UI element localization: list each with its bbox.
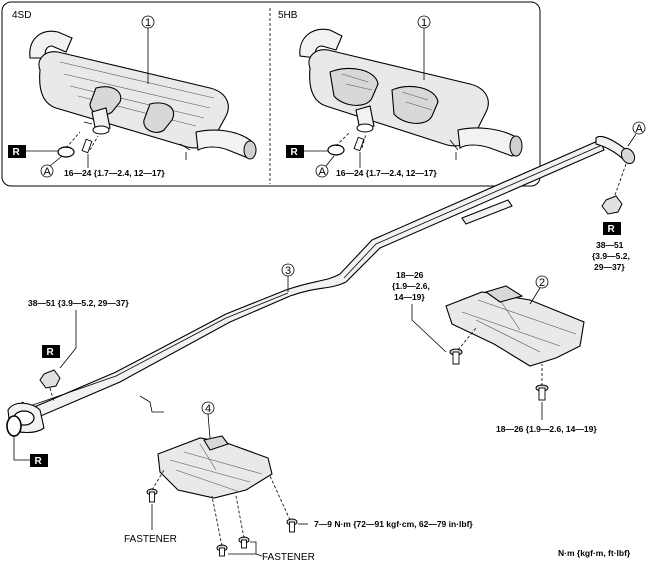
- torque-muffler-5hb: 16—24 {1.7—2.4, 12—17}: [336, 168, 437, 178]
- torque-under-cover-upper-line3: 14—19}: [394, 292, 425, 302]
- torque-under-cover-lower: 18—26 {1.9—2.6, 14—19}: [496, 424, 597, 434]
- svg-text:R: R: [608, 224, 616, 235]
- under-cover-bolt-upper: [449, 348, 463, 365]
- ref-a-5hb: [315, 164, 329, 178]
- variant-label-5hb: 5HB: [278, 10, 298, 21]
- ref-a-rear: [632, 121, 646, 135]
- callout-2: 2: [539, 277, 545, 289]
- gasket-front: [6, 415, 22, 437]
- torque-rear-nut-line1: 38—51: [596, 240, 624, 250]
- fastener-bottom-1: [216, 544, 228, 557]
- ref-a-4sd-label: A: [44, 166, 52, 178]
- replace-badge-5hb: R: [286, 145, 304, 158]
- replace-badge-rear: R: [603, 222, 621, 235]
- main-silencer-5hb: [299, 28, 523, 160]
- torque-muffler-4sd: 16—24 {1.7—2.4, 12—17}: [64, 168, 165, 178]
- callout-1-4sd: 1: [145, 17, 151, 29]
- callout-3: 3: [285, 265, 291, 277]
- callout-1-5hb: 1: [421, 17, 427, 29]
- ref-a-4sd: [40, 164, 54, 178]
- torque-rear-nut-line3: 29—37}: [594, 262, 625, 272]
- ref-a-rear-label: A: [636, 123, 644, 135]
- replace-badge-4sd: R: [8, 145, 26, 158]
- gasket-5hb: [327, 144, 345, 156]
- front-nut: [39, 369, 61, 389]
- svg-text:R: R: [291, 147, 299, 158]
- torque-rear-nut-line2: {3.9—5.2,: [592, 251, 630, 261]
- torque-under-cover-upper-line1: 18—26: [396, 270, 424, 280]
- variant-label-4sd: 4SD: [12, 10, 31, 21]
- under-cover-bolt-lower: [535, 384, 549, 401]
- front-cover-bolt: [286, 518, 298, 533]
- ref-a-5hb-label: A: [319, 166, 327, 178]
- svg-text:R: R: [47, 347, 55, 358]
- front-cover: [157, 435, 273, 499]
- rear-nut: [601, 195, 623, 215]
- under-cover: [445, 285, 585, 367]
- torque-front-nut: 38—51 {3.9—5.2, 29—37}: [28, 298, 129, 308]
- svg-text:R: R: [35, 456, 43, 467]
- fastener-label-bottom: FASTENER: [262, 552, 315, 563]
- callout-4: 4: [205, 403, 211, 415]
- gasket-4sd: [57, 146, 75, 158]
- fastener-left: [146, 488, 158, 503]
- replace-badge-gasket: R: [30, 454, 48, 467]
- bolt-5hb: [353, 136, 365, 152]
- torque-under-cover-upper-line2: {1.9—2.6,: [392, 281, 430, 291]
- main-silencer-4sd: [29, 30, 257, 160]
- inset-panel: [1, 1, 541, 187]
- fastener-label-left: FASTENER: [124, 534, 177, 545]
- replace-badge-front-nut: R: [42, 345, 60, 358]
- svg-text:R: R: [13, 147, 21, 158]
- callout-circle-2: [535, 275, 549, 289]
- bolt-4sd: [81, 138, 93, 154]
- fastener-bottom-2: [238, 536, 250, 549]
- torque-front-cover-bolt: 7—9 N·m {72—91 kgf·cm, 62—79 in·lbf}: [314, 519, 473, 529]
- unit-note: N·m {kgf·m, ft·lbf}: [558, 548, 631, 558]
